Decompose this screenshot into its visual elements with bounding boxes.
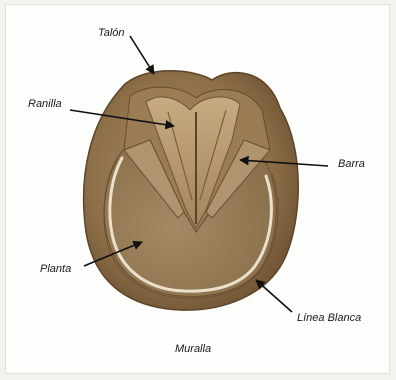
label-barra: Barra <box>338 158 365 170</box>
label-planta: Planta <box>40 263 71 275</box>
pointer-linea-blanca <box>256 280 292 312</box>
label-linea-blanca: Línea Blanca <box>297 312 361 324</box>
label-muralla: Muralla <box>175 343 211 355</box>
label-ranilla: Ranilla <box>28 98 62 110</box>
label-talon: Talón <box>98 27 125 39</box>
pointer-talon <box>130 36 154 74</box>
